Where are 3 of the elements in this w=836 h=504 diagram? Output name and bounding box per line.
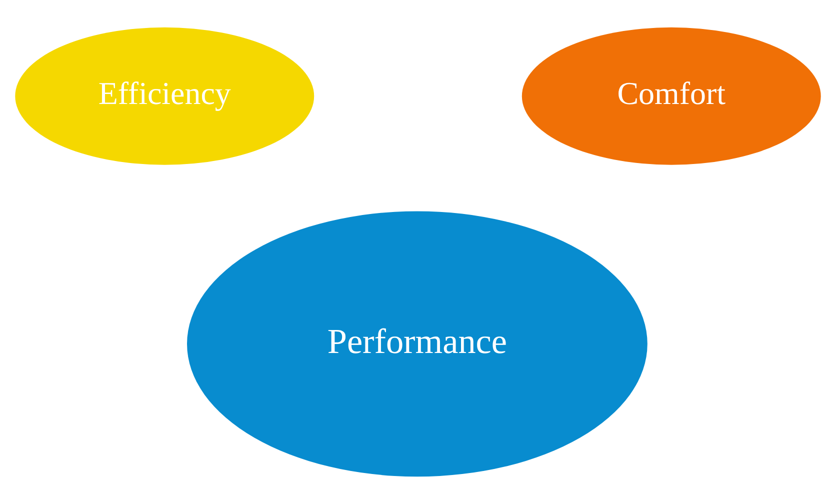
node-ellipse: Performance xyxy=(187,211,648,477)
node-ellipse: Efficiency xyxy=(15,27,314,165)
node-ellipse: Comfort xyxy=(522,27,821,165)
